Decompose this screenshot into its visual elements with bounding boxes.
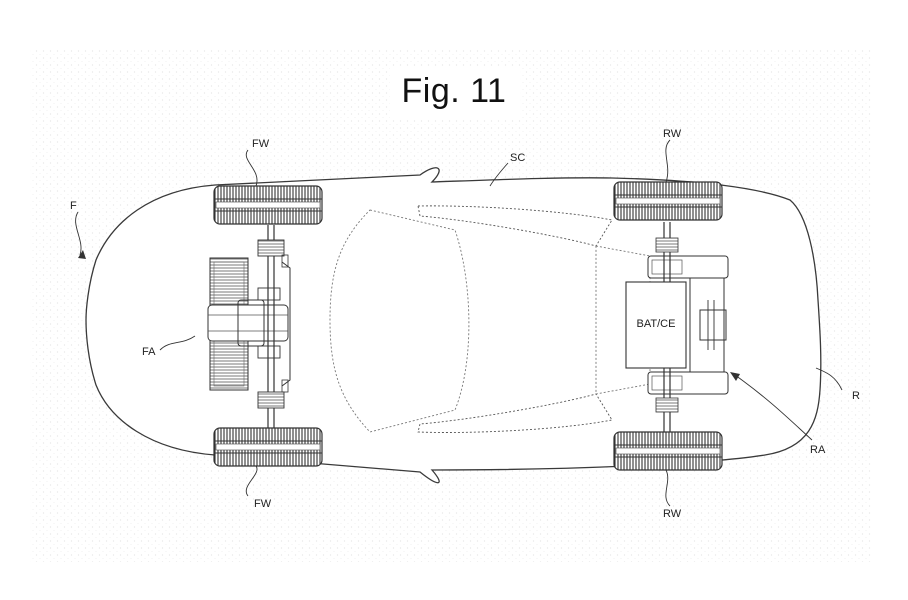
figure-title: Fig. 11 [401,72,507,110]
front-wheel-bottom [213,427,323,467]
label-front-wheel-bottom: FW [254,498,272,510]
rear-wheel-bottom [613,431,723,471]
label-front-wheel-top: FW [252,138,270,150]
rear-axle-assembly [625,222,729,432]
front-wheel-top [213,185,323,225]
label-front: F [70,200,77,212]
label-front-axle: FA [142,346,156,358]
rear-wheel-top [613,181,723,221]
cabin-outline [329,209,470,433]
leader-lines [75,139,843,507]
label-rear-wheel-top: RW [663,128,682,140]
label-rear-wheel-bottom: RW [663,508,682,520]
battery-box [625,281,687,369]
label-rear: R [852,390,860,402]
label-body-shell: SC [510,152,526,164]
rear-compartment-outline [595,245,651,395]
label-battery: BAT/CE [636,318,676,330]
label-rear-axle: RA [810,444,826,456]
front-axle-assembly [207,225,291,428]
